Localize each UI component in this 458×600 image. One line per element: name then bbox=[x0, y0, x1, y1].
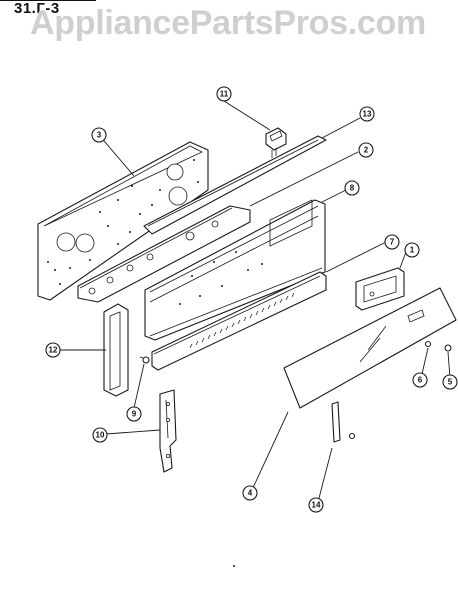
part-7-vented-front-panel bbox=[151, 271, 327, 371]
part-10-bracket bbox=[159, 389, 177, 473]
part-6-screw bbox=[424, 340, 432, 348]
part-11-switch bbox=[265, 127, 287, 158]
part-8-control-housing bbox=[144, 199, 326, 341]
vent-slots bbox=[189, 292, 295, 349]
svg-text:9: 9 bbox=[132, 410, 137, 419]
callout-3: 3 bbox=[91, 127, 107, 143]
part-13-top-trim bbox=[143, 135, 327, 235]
svg-text:1: 1 bbox=[410, 246, 415, 255]
svg-text:3: 3 bbox=[97, 131, 102, 140]
callout-2: 2 bbox=[358, 142, 374, 158]
callout-6: 6 bbox=[412, 372, 428, 388]
callout-8: 8 bbox=[344, 180, 360, 196]
callout-14: 14 bbox=[308, 497, 324, 513]
svg-text:13: 13 bbox=[363, 110, 372, 119]
leader-lines bbox=[60, 100, 451, 503]
part-5-knob bbox=[444, 344, 452, 352]
svg-text:10: 10 bbox=[96, 431, 105, 440]
svg-text:5: 5 bbox=[448, 378, 453, 387]
svg-text:6: 6 bbox=[418, 376, 423, 385]
part-1-control-module bbox=[355, 267, 405, 311]
callout-7: 7 bbox=[384, 234, 400, 250]
page-code: 31.Г-3 bbox=[14, 0, 60, 17]
watermark: AppliancePartsPros.com bbox=[30, 4, 426, 42]
svg-text:14: 14 bbox=[312, 501, 321, 510]
part-14-trim-strip bbox=[331, 401, 356, 443]
svg-text:12: 12 bbox=[49, 346, 58, 355]
svg-text:2: 2 bbox=[364, 146, 369, 155]
callout-1: 1 bbox=[404, 242, 420, 258]
part-9-screw bbox=[139, 356, 150, 364]
callout-5: 5 bbox=[442, 374, 458, 390]
svg-text:11: 11 bbox=[220, 90, 229, 99]
speck bbox=[233, 565, 235, 567]
callout-11: 11 bbox=[216, 86, 232, 102]
part-2-mounting-rail bbox=[77, 205, 251, 303]
callout-13: 13 bbox=[359, 106, 375, 122]
part-4-glass-panel bbox=[283, 287, 457, 409]
svg-text:7: 7 bbox=[390, 238, 395, 247]
svg-text:4: 4 bbox=[248, 489, 253, 498]
callout-9: 9 bbox=[126, 406, 142, 422]
header-rule bbox=[0, 0, 96, 1]
svg-text:8: 8 bbox=[350, 184, 355, 193]
callout-4: 4 bbox=[242, 485, 258, 501]
part-3-back-panel bbox=[37, 141, 209, 301]
part-12-end-cap bbox=[103, 303, 129, 397]
callout-10: 10 bbox=[92, 427, 108, 443]
callout-12: 12 bbox=[45, 342, 61, 358]
